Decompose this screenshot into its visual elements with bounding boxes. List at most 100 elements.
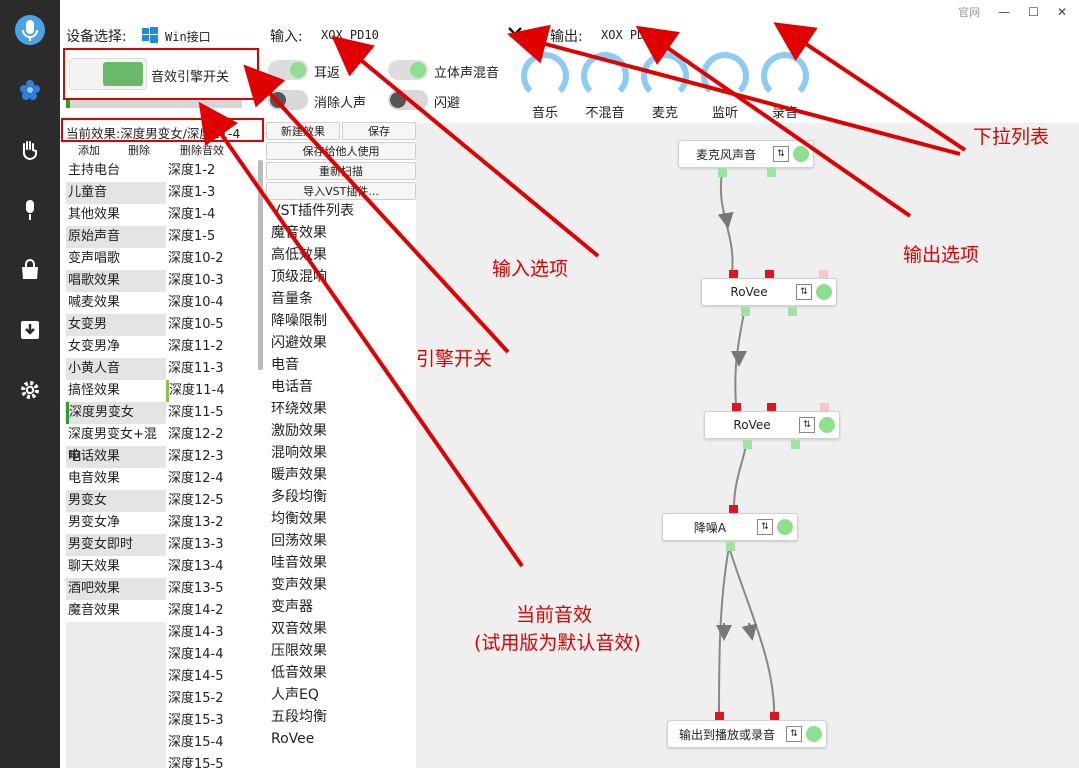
node-mic-out-port-2[interactable] [767, 168, 776, 177]
preset-item[interactable]: 深度12-4 [168, 471, 224, 486]
preset-item[interactable]: 深度15-4 [168, 735, 224, 750]
delete-effect-button[interactable]: 删除音效 [180, 144, 224, 157]
preset-category-item[interactable]: 男变女净 [66, 512, 166, 534]
effect-plugin-item[interactable]: 激励效果 [271, 423, 327, 439]
stereo-mix-toggle[interactable] [388, 60, 428, 80]
node-output-playback[interactable]: 输出到播放或录音 ⇅ [667, 720, 827, 748]
preset-item[interactable]: 深度12-5 [168, 493, 224, 508]
preset-category-item[interactable]: 酒吧效果 [66, 578, 166, 600]
preset-category-item[interactable]: 魔音效果 [66, 600, 166, 622]
save-button[interactable]: 保存 [342, 122, 416, 140]
effect-plugin-item[interactable]: 均衡效果 [271, 511, 327, 527]
preset-item[interactable]: 深度12-3 [168, 449, 224, 464]
node-rovee1-out-port-1[interactable] [741, 307, 750, 316]
preset-category-item[interactable]: 原始声音 [66, 226, 166, 248]
effect-plugin-item[interactable]: 高低效果 [271, 247, 327, 263]
preset-category-item[interactable]: 搞怪效果 [66, 380, 166, 402]
preset-list-scrollbar[interactable] [258, 160, 263, 370]
dial-2[interactable] [641, 52, 689, 100]
effect-plugin-item[interactable]: 双音效果 [271, 621, 327, 637]
node-denoise-a[interactable]: 降噪A ⇅ [662, 513, 798, 541]
effect-plugin-item[interactable]: RoVee [271, 731, 315, 747]
delete-preset-button[interactable]: 删除 [128, 144, 150, 157]
node-rovee1-in-port-2[interactable] [765, 270, 774, 279]
preset-category-item[interactable]: 深度男变女 [66, 402, 166, 424]
add-preset-button[interactable]: 添加 [78, 144, 100, 157]
effect-plugin-item[interactable]: 暖声效果 [271, 467, 327, 483]
preset-category-item[interactable]: 小黄人音 [66, 358, 166, 380]
preset-item[interactable]: 深度11-5 [168, 405, 224, 420]
node-out-settings-icon[interactable]: ⇅ [786, 726, 802, 742]
effect-plugin-item[interactable]: 电话音 [271, 379, 313, 395]
preset-category-item[interactable]: 男变女 [66, 490, 166, 512]
preset-item[interactable]: 深度10-4 [168, 295, 224, 310]
nav-settings-gear-icon[interactable] [10, 370, 50, 410]
preset-category-item[interactable]: 电音效果 [66, 468, 166, 490]
save-for-others-button[interactable]: 保存给他人使用 [266, 142, 416, 160]
node-rovee1-settings-icon[interactable]: ⇅ [796, 284, 812, 300]
effect-plugin-item[interactable]: 变声效果 [271, 577, 327, 593]
node-mic-status-led[interactable] [793, 146, 809, 162]
preset-category-item[interactable]: 女变男 [66, 314, 166, 336]
preset-item[interactable]: 深度11-4 [166, 380, 262, 402]
monitor-toggle[interactable] [268, 60, 308, 80]
preset-item[interactable]: 深度14-3 [168, 625, 224, 640]
effect-plugin-item[interactable]: 闪避效果 [271, 335, 327, 351]
preset-category-item[interactable]: 聊天效果 [66, 556, 166, 578]
node-mic-settings-icon[interactable]: ⇅ [773, 146, 789, 162]
preset-category-item[interactable]: 女变男净 [66, 336, 166, 358]
preset-category-item[interactable]: 唱歌效果 [66, 270, 166, 292]
node-rovee2-settings-icon[interactable]: ⇅ [799, 417, 815, 433]
effect-plugin-item[interactable]: 降噪限制 [271, 313, 327, 329]
maximize-button[interactable]: ☐ [1028, 5, 1039, 19]
ducking-toggle[interactable] [388, 90, 428, 110]
node-rovee2-in-port-1[interactable] [732, 403, 741, 412]
nav-shop-bag-icon[interactable] [10, 250, 50, 290]
input-chevron-down-icon[interactable] [508, 24, 522, 40]
output-chevron-down-icon[interactable] [788, 24, 802, 40]
preset-category-item[interactable]: 儿童音 [66, 182, 166, 204]
node-rovee2-in-port-2[interactable] [767, 403, 776, 412]
node-rovee2-out-port-2[interactable] [791, 440, 800, 449]
preset-item[interactable]: 深度15-2 [168, 691, 224, 706]
preset-item[interactable]: 深度1-4 [168, 207, 216, 222]
node-rovee1-status-led[interactable] [816, 284, 832, 300]
preset-category-item[interactable]: 男变女即时 [66, 534, 166, 556]
close-button[interactable]: ✕ [1056, 5, 1067, 19]
preset-item[interactable]: 深度13-2 [168, 515, 224, 530]
nav-microphone-icon[interactable] [10, 190, 50, 230]
effect-plugin-item[interactable]: 环绕效果 [271, 401, 327, 417]
effect-plugin-item[interactable]: 顶级混响 [271, 269, 327, 285]
preset-item[interactable]: 深度14-4 [168, 647, 224, 662]
preset-item[interactable]: 深度12-2 [168, 427, 224, 442]
effect-plugin-item[interactable]: 魔音效果 [271, 225, 327, 241]
node-out-in-port-1[interactable] [715, 712, 724, 721]
engine-switch[interactable] [69, 58, 147, 90]
preset-item[interactable]: 深度10-3 [168, 273, 224, 288]
effect-plugin-item[interactable]: 低音效果 [271, 665, 327, 681]
nav-download-icon[interactable] [10, 310, 50, 350]
preset-category-item[interactable]: 喊麦效果 [66, 292, 166, 314]
new-effect-button[interactable]: 新建效果 [266, 122, 340, 140]
effect-plugin-item[interactable]: 五段均衡 [271, 709, 327, 725]
preset-item[interactable]: 深度1-2 [168, 163, 216, 178]
preset-item[interactable]: 深度15-5 [168, 757, 224, 768]
effect-plugin-item[interactable]: 音量条 [271, 291, 313, 307]
preset-category-item[interactable]: 深度男变女+混响 [66, 424, 166, 464]
effect-plugin-item[interactable]: 压限效果 [271, 643, 327, 659]
official-site-link[interactable]: 官网 [958, 6, 981, 19]
preset-item[interactable]: 深度11-3 [168, 361, 224, 376]
preset-item[interactable]: 深度1-5 [168, 229, 216, 244]
effect-graph-canvas[interactable]: 麦克风声音 ⇅ RoVee ⇅ RoVee ⇅ 降噪A ⇅ [416, 123, 1079, 768]
effect-plugin-item[interactable]: 回荡效果 [271, 533, 327, 549]
preset-item[interactable]: 深度13-5 [168, 581, 224, 596]
preset-item[interactable]: 深度10-2 [168, 251, 224, 266]
dial-1[interactable] [581, 52, 629, 100]
effect-plugin-item[interactable]: 电音 [271, 357, 299, 373]
output-select[interactable]: XOX PD10 [601, 28, 659, 42]
preset-category-item[interactable]: 电话效果 [66, 446, 166, 468]
node-rovee1-in-port-1[interactable] [729, 270, 738, 279]
node-mic-source[interactable]: 麦克风声音 ⇅ [678, 140, 814, 168]
nav-mic-logo-icon[interactable] [10, 10, 50, 50]
node-rovee-2[interactable]: RoVee ⇅ [704, 411, 840, 439]
